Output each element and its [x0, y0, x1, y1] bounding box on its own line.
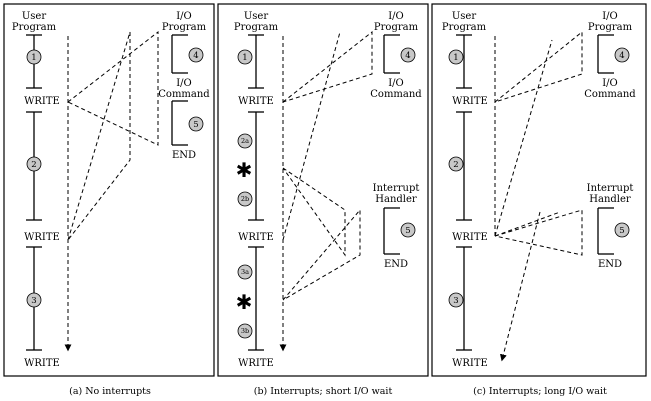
- io-command-label-1: I/O: [602, 78, 618, 89]
- io-command-label-2: Command: [584, 89, 636, 100]
- write-label: WRITE: [238, 232, 274, 243]
- step-2a-label: 2a: [241, 137, 249, 145]
- io-program-timeline: [597, 34, 614, 74]
- step-2-marker: [26, 156, 42, 172]
- write-label: WRITE: [24, 232, 60, 243]
- interrupt-handler-label-2: Handler: [375, 194, 417, 205]
- interrupt-handler-timeline: [597, 207, 614, 255]
- write-label: WRITE: [452, 232, 488, 243]
- step-2b-label: 2b: [241, 195, 249, 203]
- step-2-marker: [448, 156, 464, 172]
- user-program-label-2: Program: [12, 22, 57, 33]
- user-program-label-2: Program: [234, 22, 279, 33]
- step-1-marker: [237, 49, 253, 65]
- step-2b-marker: [237, 191, 253, 207]
- end-label: END: [598, 259, 622, 270]
- io-program-label-2: Program: [374, 22, 419, 33]
- step-3b-label: 3b: [241, 327, 249, 335]
- caption-short-wait: (b) Interrupts; short I/O wait: [254, 386, 393, 397]
- user-program-label-1: User: [244, 11, 268, 22]
- write-label: WRITE: [452, 96, 488, 107]
- interrupt-handler-label-1: Interrupt: [373, 183, 420, 194]
- user-program-timeline: [456, 34, 472, 351]
- write-label: WRITE: [238, 96, 274, 107]
- step-5-label: 5: [405, 226, 410, 236]
- panel-no-interrupts: User Program 1 2 3 WRITE WRITE WRITE I/O…: [3, 3, 215, 397]
- step-5-marker: [188, 116, 204, 132]
- step-1-marker: [448, 49, 464, 65]
- step-4-marker: [400, 47, 416, 63]
- io-command-label-2: Command: [370, 89, 422, 100]
- step-3-marker: [26, 292, 42, 308]
- user-program-label-1: User: [22, 11, 46, 22]
- panel-b-frame: [217, 3, 429, 377]
- end-label: END: [172, 150, 196, 161]
- step-5-label: 5: [193, 120, 198, 130]
- user-program-label-2: Program: [442, 22, 487, 33]
- step-3-marker: [448, 292, 464, 308]
- write-label: WRITE: [238, 358, 274, 369]
- step-2-label: 2: [31, 160, 36, 170]
- user-program-label-1: User: [452, 11, 476, 22]
- panel-long-wait: User Program 1 2 3 WRITE WRITE WRITE I/O…: [431, 3, 647, 397]
- step-5-label: 5: [619, 226, 624, 236]
- step-1-label: 1: [242, 53, 247, 63]
- io-program-timeline: [171, 34, 188, 146]
- step-3-label: 3: [453, 296, 458, 306]
- step-2-label: 2: [453, 160, 458, 170]
- control-flow-path: [64, 30, 159, 352]
- step-1-marker: [26, 49, 42, 65]
- io-program-label-2: Program: [588, 22, 633, 33]
- step-3b-marker: [237, 323, 253, 339]
- panel-short-wait: User Program 1 2a 2b 3a 3b ✱ ✱ WRITE WRI…: [217, 3, 429, 397]
- interrupt-handler-label-1: Interrupt: [587, 183, 634, 194]
- panel-a-frame: [3, 3, 215, 377]
- write-label: WRITE: [24, 96, 60, 107]
- step-4-marker: [188, 47, 204, 63]
- control-flow-path: [279, 30, 373, 352]
- io-program-timeline: [383, 34, 400, 74]
- write-label: WRITE: [24, 358, 60, 369]
- step-4-label: 4: [619, 51, 624, 61]
- interrupt-star-icon: ✱: [236, 158, 253, 182]
- step-1-label: 1: [453, 53, 458, 63]
- step-3-label: 3: [31, 296, 36, 306]
- step-5-marker: [614, 222, 630, 238]
- step-5-marker: [400, 222, 416, 238]
- control-flow-path: [494, 30, 583, 362]
- step-1-label: 1: [31, 53, 36, 63]
- io-program-label-1: I/O: [176, 11, 192, 22]
- step-4-label: 4: [193, 51, 198, 61]
- step-2a-marker: [237, 133, 253, 149]
- io-command-label-2: Command: [158, 89, 210, 100]
- io-program-label-1: I/O: [602, 11, 618, 22]
- interrupt-handler-label-2: Handler: [589, 194, 631, 205]
- end-label: END: [384, 259, 408, 270]
- caption-no-interrupts: (a) No interrupts: [69, 386, 151, 397]
- caption-long-wait: (c) Interrupts; long I/O wait: [473, 386, 607, 397]
- step-4-label: 4: [405, 51, 410, 61]
- panel-c-frame: [431, 3, 647, 377]
- step-3a-label: 3a: [241, 268, 249, 276]
- io-command-label-1: I/O: [388, 78, 404, 89]
- interrupt-handler-timeline: [383, 207, 400, 255]
- io-program-label-2: Program: [162, 22, 207, 33]
- step-3a-marker: [237, 264, 253, 280]
- user-program-timeline: [248, 34, 264, 351]
- interrupt-star-icon: ✱: [236, 290, 253, 314]
- io-program-label-1: I/O: [388, 11, 404, 22]
- step-4-marker: [614, 47, 630, 63]
- write-label: WRITE: [452, 358, 488, 369]
- io-command-label-1: I/O: [176, 78, 192, 89]
